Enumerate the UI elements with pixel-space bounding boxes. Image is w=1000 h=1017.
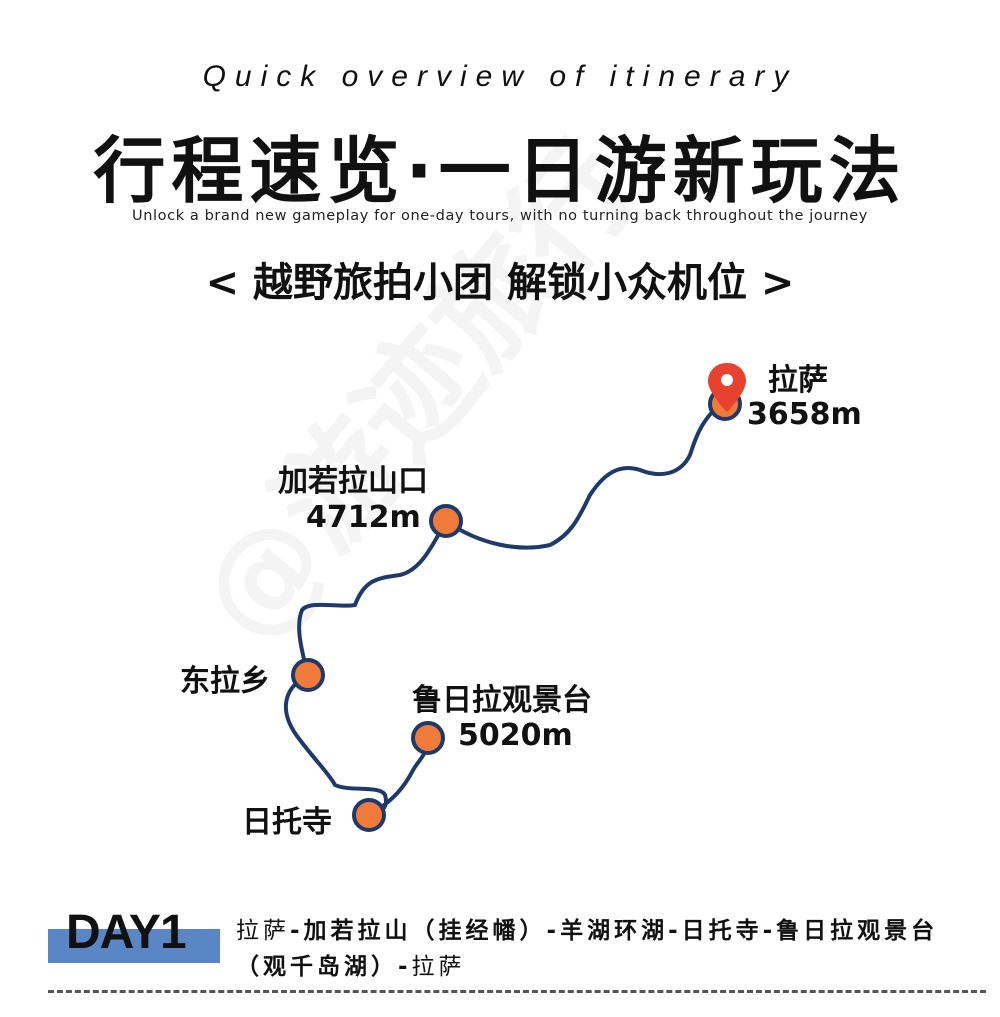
itinerary-stops: -加若拉山（挂经幡）-羊湖环湖-日托寺-鲁日拉观景台（观千岛湖）- — [236, 918, 939, 980]
day-itinerary: 拉萨-加若拉山（挂经幡）-羊湖环湖-日托寺-鲁日拉观景台（观千岛湖）-拉萨 — [236, 913, 966, 985]
day-label: DAY1 — [66, 906, 187, 959]
stop-name-lhasa: 拉萨 — [768, 363, 828, 398]
stop-name-dongla: 东拉乡 — [180, 664, 270, 699]
page-title: 行程速览·一日游新玩法 — [93, 129, 907, 213]
map-pin-icon — [708, 363, 746, 412]
stop-altitude-lhasa: 3658m — [747, 397, 862, 432]
route-line — [284, 398, 727, 817]
itinerary-end: 拉萨 — [411, 954, 466, 980]
stop-marker-dongla — [291, 658, 325, 692]
stop-altitude-lurila: 5020m — [458, 718, 573, 753]
stop-marker-rituo — [352, 798, 386, 832]
stop-marker-jiaruo — [429, 504, 463, 538]
day-label-bar — [48, 929, 220, 963]
itinerary-start: 拉萨 — [236, 918, 290, 944]
stop-name-lurila: 鲁日拉观景台 — [412, 683, 592, 718]
stop-marker-lurila — [411, 721, 445, 755]
tagline: Unlock a brand new gameplay for one-day … — [132, 208, 868, 224]
subtitle-english: Quick overview of itinerary — [202, 60, 798, 93]
stop-altitude-jiaruo: 4712m — [306, 500, 421, 535]
stop-name-rituo: 日托寺 — [242, 805, 332, 840]
dashed-divider — [48, 990, 986, 993]
subheading: < 越野旅拍小团 解锁小众机位 > — [205, 260, 795, 306]
stop-name-jiaruo: 加若拉山口 — [278, 464, 428, 499]
